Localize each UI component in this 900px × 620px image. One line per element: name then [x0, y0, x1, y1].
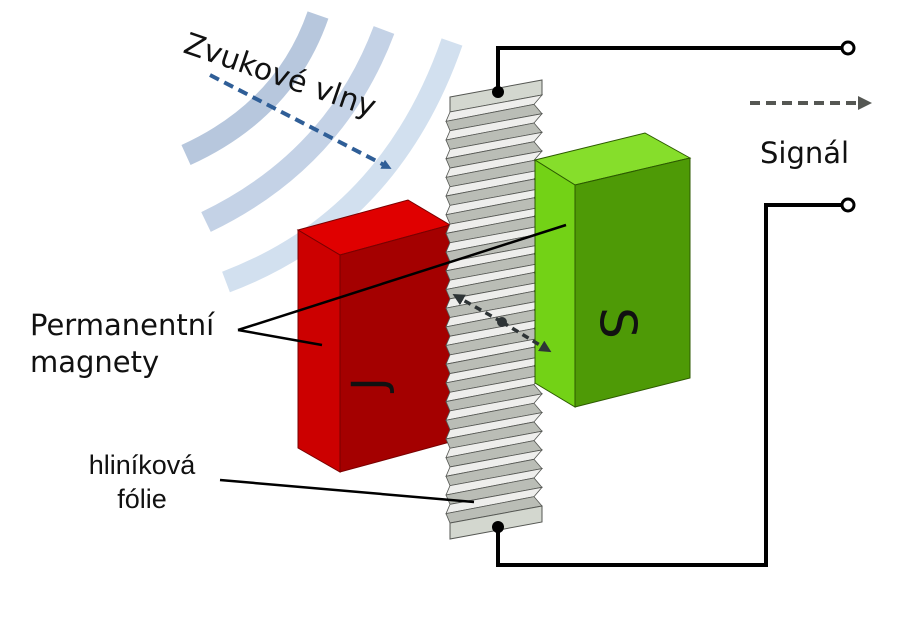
foil-bottom-contact: [492, 521, 504, 533]
sound-waves-label: Zvukové vlny: [179, 26, 380, 124]
bottom-wire: [496, 203, 846, 567]
green-magnet-front: [574, 157, 691, 408]
magnets-label-line1: Permanentní: [30, 308, 215, 342]
top-wire: [496, 46, 846, 92]
bottom-terminal: [840, 197, 856, 213]
pointer-foil: [219, 478, 475, 504]
sound-wave-arc-3: [222, 38, 463, 293]
magnets-label-line2: magnety: [30, 345, 159, 379]
foil-label-line2: fólie: [117, 484, 167, 514]
vibration-center-dot: [497, 317, 507, 327]
green-magnet-side: [534, 159, 576, 408]
red-magnet: J: [296, 199, 452, 473]
red-magnet-side: [297, 229, 341, 473]
pointer-green-magnet: [237, 223, 567, 332]
pointer-lines: [219, 223, 567, 504]
sound-wave-arc-1: [181, 11, 329, 166]
north-pole-label: J: [342, 377, 396, 394]
foil-top-contact: [492, 86, 504, 98]
foil-label-line1: hliníková: [89, 450, 197, 480]
sound-wave-arc-2: [201, 26, 395, 232]
signal-wires: [496, 46, 846, 567]
top-terminal: [840, 40, 856, 56]
sound-wave-arcs: [181, 11, 463, 293]
sound-direction-arrow: [209, 73, 392, 169]
vibration-arrow-back: [452, 294, 503, 324]
foil-pleats: [445, 94, 544, 524]
signal-label: Signál: [760, 136, 849, 170]
pointer-red-magnet: [237, 328, 323, 347]
south-pole-label: S: [589, 307, 647, 339]
aluminium-foil-ribbon: [445, 79, 544, 540]
red-magnet-front: [339, 224, 451, 473]
vibration-arrow: [501, 320, 552, 353]
green-magnet: S: [533, 132, 692, 408]
